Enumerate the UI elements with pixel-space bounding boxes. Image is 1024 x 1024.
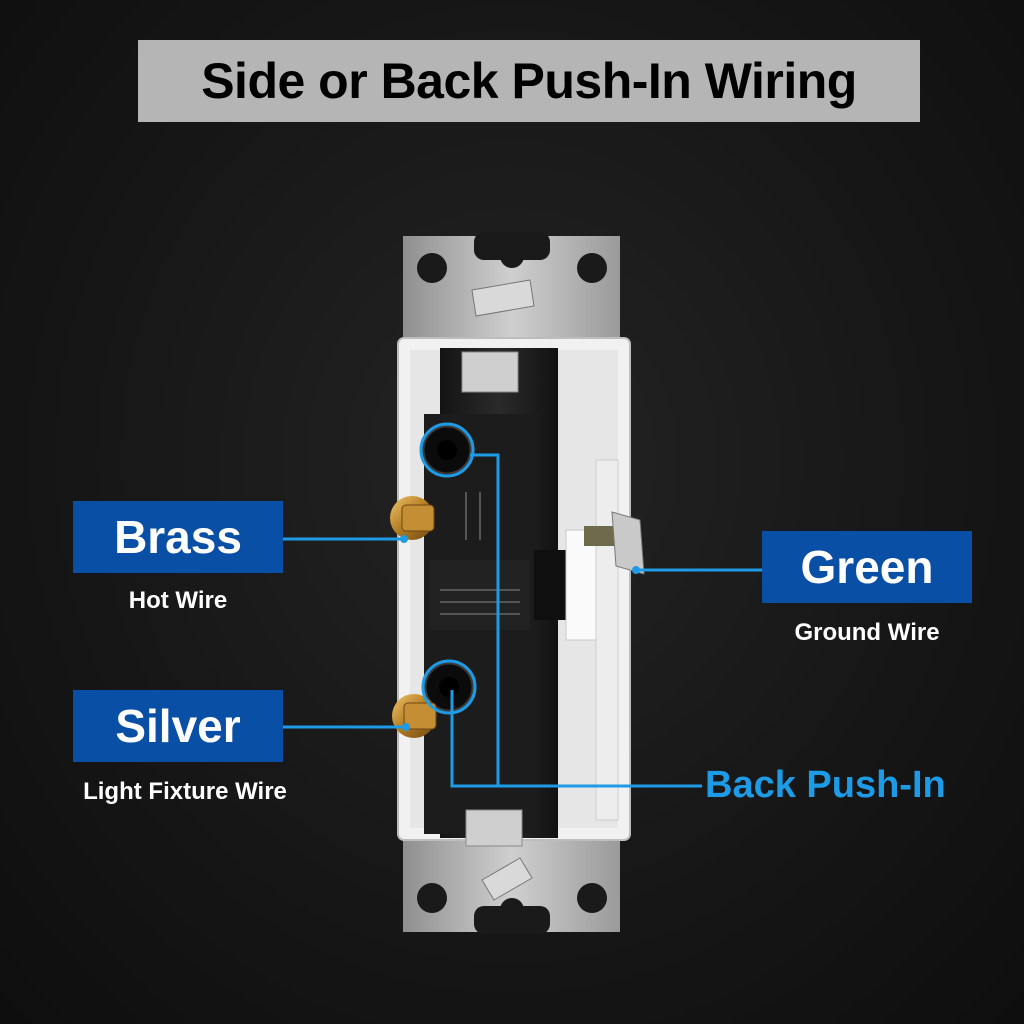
- green-label-text: Green: [800, 541, 934, 593]
- callout-lines: [283, 453, 762, 788]
- brass-label-text: Brass: [114, 511, 242, 563]
- toggle-lever: [565, 459, 619, 821]
- title-banner: Side or Back Push-In Wiring: [138, 40, 920, 122]
- silver-screw-icon: [392, 694, 437, 738]
- page-title: Side or Back Push-In Wiring: [201, 53, 857, 109]
- brass-label: Brass: [73, 501, 283, 573]
- green-caption: Ground Wire: [794, 619, 940, 646]
- silver-label-text: Silver: [115, 700, 241, 752]
- silver-label: Silver: [73, 690, 283, 762]
- silver-caption: Light Fixture Wire: [83, 778, 287, 805]
- brass-caption: Hot Wire: [128, 587, 228, 614]
- bottom-mounting-strap: [403, 840, 620, 934]
- brass-screw-icon: [390, 496, 435, 540]
- back-push-in-label: Back Push-In: [705, 764, 946, 806]
- ground-screw-icon: [584, 511, 645, 575]
- top-mounting-strap: [403, 232, 620, 340]
- green-label: Green: [762, 531, 972, 603]
